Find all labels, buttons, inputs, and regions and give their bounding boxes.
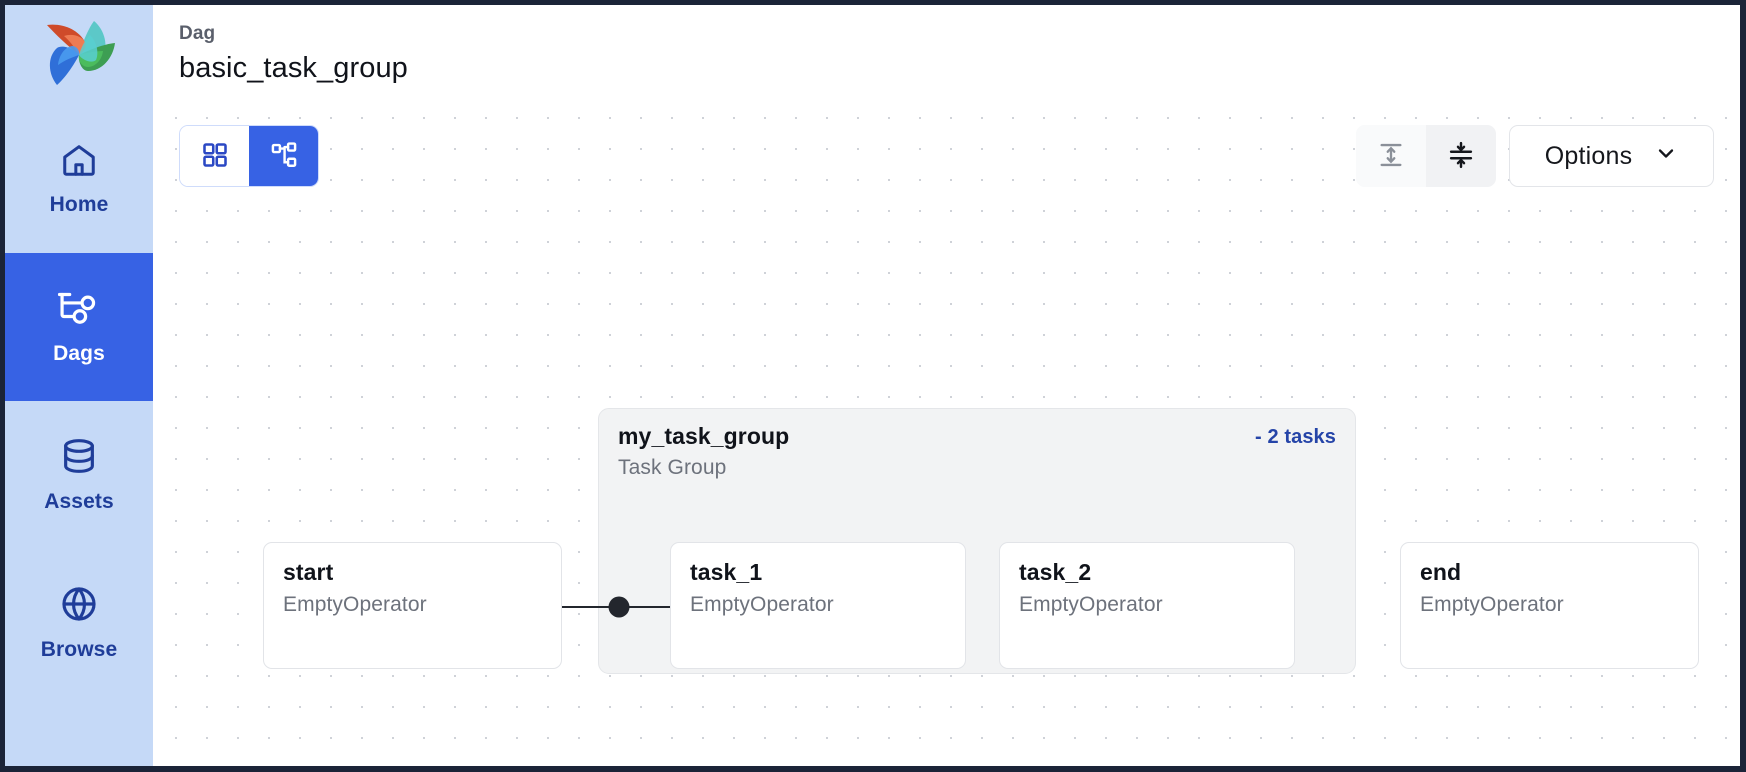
breadcrumb-dag: Dag xyxy=(179,23,216,44)
task-node-operator: EmptyOperator xyxy=(1019,593,1163,616)
sidebar-item-dags[interactable]: Dags xyxy=(5,253,153,401)
arrows-collapse-icon xyxy=(1447,141,1475,172)
layout-button-group xyxy=(1356,125,1496,187)
main-content: my_task_group Task Group - 2 tasks start… xyxy=(153,5,1740,766)
sidebar-item-label: Browse xyxy=(40,638,118,661)
grid-icon xyxy=(201,141,229,172)
vertical-layout-button[interactable] xyxy=(1356,125,1426,187)
arrows-vertical-icon xyxy=(1377,141,1405,172)
task-group-collapse-toggle[interactable]: - 2 tasks xyxy=(1255,426,1336,448)
graph-icon xyxy=(270,141,298,172)
grid-view-button[interactable] xyxy=(180,126,249,186)
app-window: Home Dags Asse xyxy=(5,5,1740,766)
task-node-title: task_2 xyxy=(1019,559,1092,585)
task-node-title: end xyxy=(1420,559,1462,585)
view-toggle-group xyxy=(179,125,319,187)
airflow-pinwheel-logo-icon xyxy=(36,20,122,90)
graph-toolbar: Options xyxy=(179,125,1714,187)
page-header: Dag basic_task_group xyxy=(153,5,1740,85)
graph-canvas[interactable]: my_task_group Task Group - 2 tasks start… xyxy=(153,115,1740,766)
task-node-end[interactable]: end EmptyOperator xyxy=(1400,542,1699,669)
page-title: basic_task_group xyxy=(179,52,408,84)
task-node-task_2[interactable]: task_2 EmptyOperator xyxy=(999,542,1295,669)
horizontal-layout-button[interactable] xyxy=(1426,125,1496,187)
task-node-title: start xyxy=(283,559,334,585)
task-node-operator: EmptyOperator xyxy=(1420,593,1564,616)
toolbar-right-controls: Options xyxy=(1356,125,1714,187)
task-node-start[interactable]: start EmptyOperator xyxy=(263,542,562,669)
airflow-logo[interactable] xyxy=(5,5,153,105)
sidebar-item-label: Assets xyxy=(44,490,114,513)
sidebar-item-assets[interactable]: Assets xyxy=(5,401,153,549)
task-node-task_1[interactable]: task_1 EmptyOperator xyxy=(670,542,966,669)
sidebar-item-label: Home xyxy=(49,193,109,216)
task-node-operator: EmptyOperator xyxy=(690,593,834,616)
task-group-subtitle: Task Group xyxy=(618,456,727,479)
task-node-title: task_1 xyxy=(690,559,763,585)
task-node-operator: EmptyOperator xyxy=(283,593,427,616)
sidebar-item-browse[interactable]: Browse xyxy=(5,549,153,697)
task-group-title: my_task_group xyxy=(618,423,790,449)
options-button[interactable]: Options xyxy=(1509,125,1714,187)
chevron-down-icon xyxy=(1654,141,1678,172)
graph-view-button[interactable] xyxy=(249,126,318,186)
home-icon xyxy=(59,141,99,179)
sidebar-item-home[interactable]: Home xyxy=(5,105,153,253)
assets-icon xyxy=(59,436,99,476)
sidebar-item-label: Dags xyxy=(53,342,105,365)
sidebar: Home Dags Asse xyxy=(5,5,153,766)
graph-nodes-layer: my_task_group Task Group - 2 tasks start… xyxy=(153,115,1740,766)
globe-icon xyxy=(59,584,99,624)
dag-icon xyxy=(57,288,101,328)
options-label: Options xyxy=(1544,141,1633,170)
